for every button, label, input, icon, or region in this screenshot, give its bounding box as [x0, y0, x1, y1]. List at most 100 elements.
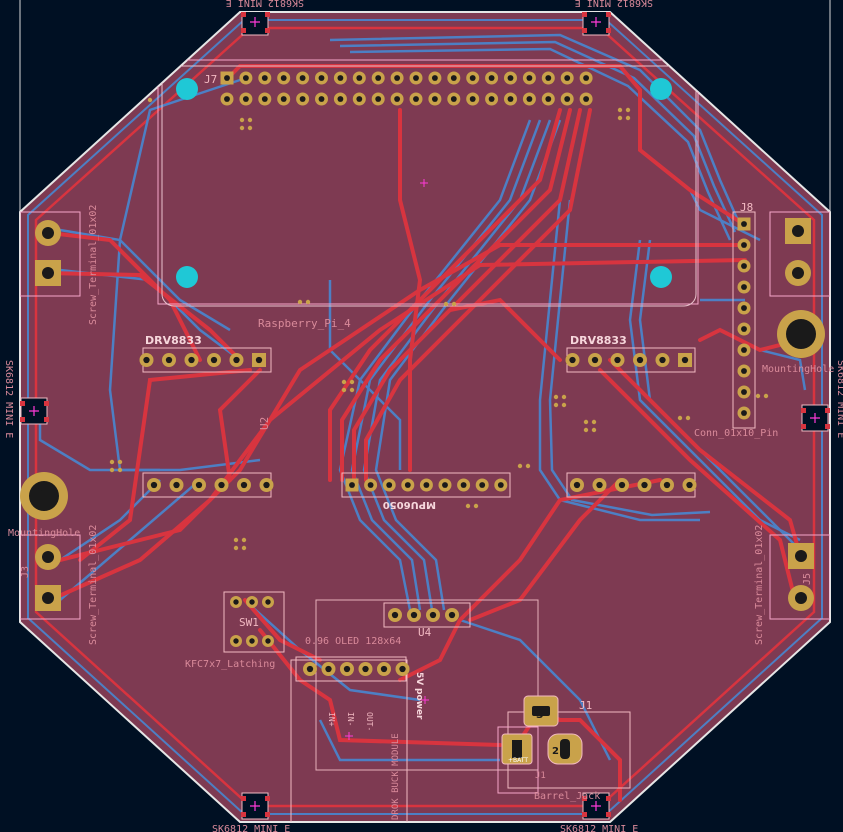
via [109, 467, 115, 473]
j8-ref: J8 [740, 201, 753, 214]
j8-header-pins [737, 217, 751, 420]
gpio-bottom-drill [242, 96, 249, 102]
mounting-hole-right-drill [786, 319, 816, 349]
barrel-jack-value: Barrel_Jack [534, 791, 600, 802]
sk6812-left-label: SK6812 MINI E [3, 360, 14, 438]
drv-right-drill [614, 356, 621, 364]
via [591, 419, 597, 425]
sk6812-led-pad [241, 812, 246, 817]
footprint-anchors [345, 179, 429, 740]
via [553, 402, 559, 408]
via [241, 537, 247, 543]
sw1-pins [230, 596, 274, 647]
via [233, 545, 239, 551]
gpio-bottom-drill [526, 96, 533, 102]
barrel-jack-pin-1-number: 1 [514, 746, 521, 757]
via [109, 459, 115, 465]
mpu6050-outline [341, 472, 511, 498]
j8-drill [741, 410, 747, 416]
gpio-bottom-drill [583, 96, 590, 102]
j8-drill [741, 284, 747, 290]
u2-lower-drill [218, 481, 225, 489]
buck-drill [380, 665, 388, 673]
gpio-top-drill [526, 75, 533, 81]
mpu-drill [349, 482, 355, 488]
gpio-bottom-drill [545, 96, 552, 102]
batt-pad-label: +BATT [508, 757, 528, 764]
sk6812-led-pad [241, 28, 246, 33]
gpio-top-drill [224, 75, 230, 81]
sk6812-led-pad [265, 28, 270, 33]
via [241, 545, 247, 551]
drv8833-right-pins [565, 353, 692, 367]
mpu-drill [497, 482, 504, 488]
j8-drill [741, 305, 747, 311]
gpio-bottom-drill [507, 96, 514, 102]
oled-value: 0.96 OLED 128x64 [305, 636, 401, 647]
j8-drill [741, 221, 747, 227]
screw-terminal-bl-value: Screw_Terminal_01x02 [88, 525, 99, 645]
sk6812-led-anchor [591, 17, 601, 27]
via [305, 299, 311, 305]
sk6812-led-pad [801, 424, 806, 429]
via [755, 393, 761, 399]
mounting-hole-left-label: MountingHole [8, 528, 80, 539]
sk6812-led-pad [241, 12, 246, 17]
buck-drill [343, 665, 351, 673]
screw-terminal-tr-outline [769, 211, 830, 297]
screw-terminal-br-hole-2 [795, 592, 807, 604]
mpu6050-label: MPU6050 [383, 499, 436, 510]
sk6812-led-pad [265, 812, 270, 817]
right-lower-header-pins [570, 478, 697, 492]
sk6812-top-right-label: SK6812 MINI E [575, 0, 653, 8]
u2-lower-drill [150, 481, 158, 489]
gpio-top-drill [356, 75, 363, 81]
u4-ref: U4 [418, 626, 432, 639]
drv8833-right-label: DRV8833 [570, 334, 627, 347]
gpio-top-drill [375, 75, 382, 81]
oled-header-outline [383, 602, 471, 628]
gpio-bottom-drill [280, 96, 287, 102]
sk6812-led-anchor [810, 413, 820, 423]
mounting-hole-left-number: 1 [36, 485, 51, 510]
conn-value: Conn_01x10_Pin [694, 428, 778, 439]
gpio-bottom-drill [394, 96, 401, 102]
via [517, 463, 523, 469]
screw-terminal-tr-hole-1 [792, 225, 804, 237]
power-label: power [414, 688, 424, 720]
gpio-top-drill [488, 75, 495, 81]
sk6812-led-anchor [29, 406, 39, 416]
mounting-hole-right-number: 1 [793, 323, 808, 348]
screw-terminal-tl-value: Screw_Terminal_01x02 [88, 205, 99, 325]
mpu6050-pins [345, 478, 508, 492]
mpu-drill [460, 482, 467, 488]
j3-ref: J3 [20, 566, 31, 578]
oled-drill [410, 611, 418, 619]
buck-module-outline [290, 659, 408, 822]
out-minus-label: OUT- [365, 712, 374, 731]
j8-drill [741, 326, 747, 332]
via [583, 419, 589, 425]
via [625, 107, 631, 113]
drv-right-drill [591, 356, 599, 364]
gpio-top-drill [431, 75, 438, 81]
in-minus-label: IN- [346, 712, 355, 726]
sk6812-led-pad [265, 12, 270, 17]
oled-drill [429, 611, 437, 619]
screw-terminal-r-value: Screw_Terminal_01x02 [754, 525, 765, 645]
via [247, 125, 253, 131]
mpu-drill [367, 482, 374, 488]
mpu-drill [404, 482, 411, 488]
rpi-gpio-header [220, 71, 593, 106]
right-lower-drill [596, 481, 603, 489]
rpi-mounting-hole-tl [176, 78, 198, 100]
gpio-top-drill [299, 75, 306, 81]
sw1-ref: SW1 [239, 616, 259, 629]
buck-header-pins [303, 662, 410, 676]
gpio-bottom-drill [224, 96, 230, 102]
rpi-mounting-hole-bl [176, 266, 198, 288]
sk6812-led-pad [606, 12, 611, 17]
sw1-bottom-drill [233, 638, 239, 644]
five-v-label: 5V [414, 672, 424, 685]
drv-right-drill [636, 356, 644, 364]
